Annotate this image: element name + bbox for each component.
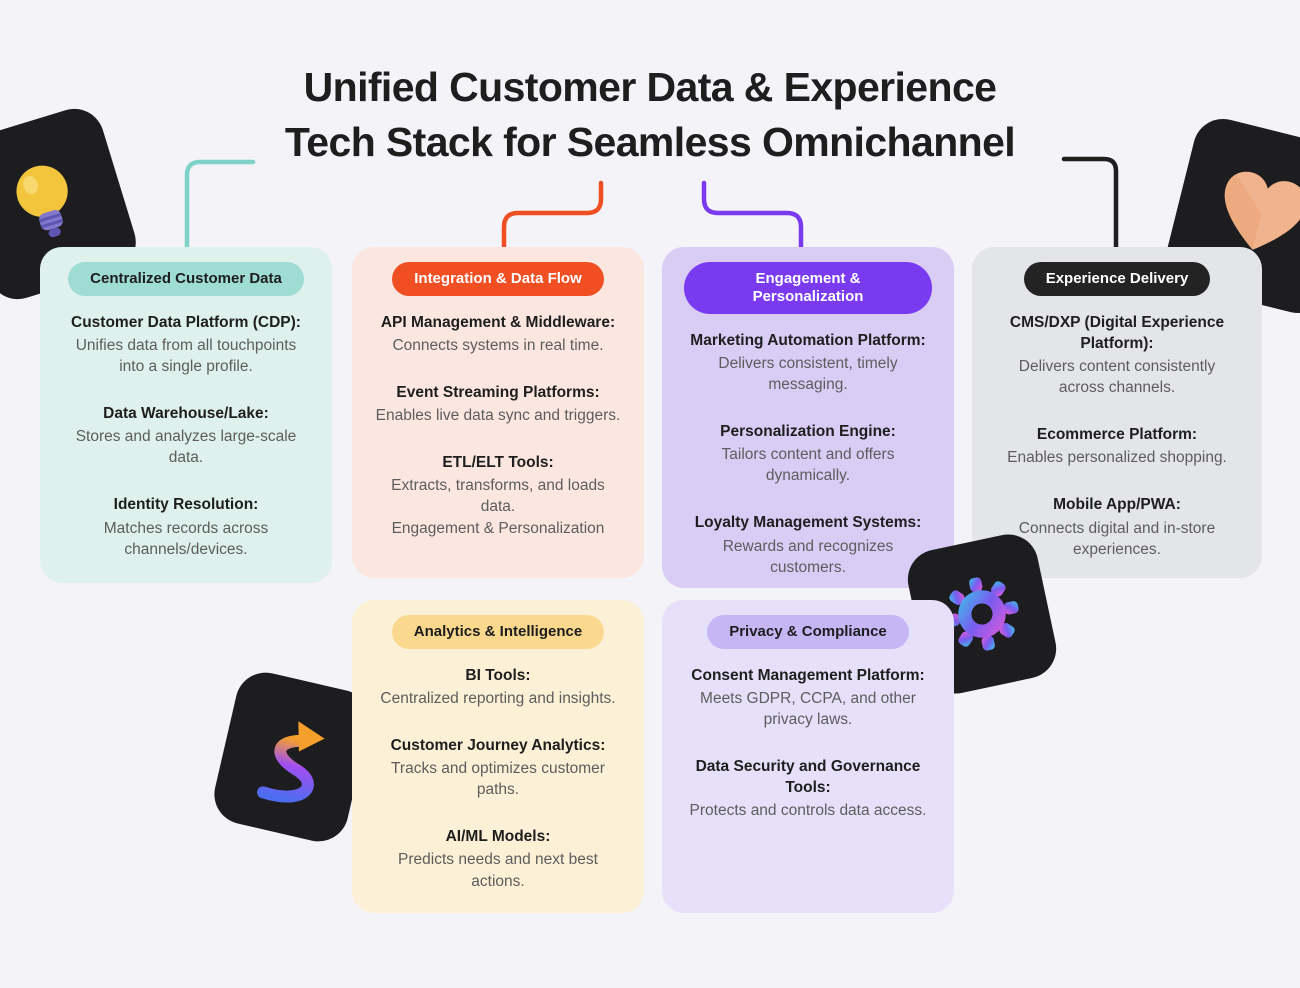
item-term: ETL/ELT Tools:	[442, 454, 554, 472]
item-desc: Stores and analyzes large-scale data.	[75, 428, 297, 467]
stack-item: Consent Management Platform: Meets GDPR,…	[684, 665, 932, 730]
stack-item: AI/ML Models: Predicts needs and next be…	[374, 826, 622, 891]
item-desc: Extracts, transforms, and loads data. En…	[391, 477, 605, 537]
item-desc: Tracks and optimizes customer paths.	[391, 760, 605, 799]
item-term: Event Streaming Platforms:	[396, 384, 600, 402]
item-term: Customer Data Platform (CDP):	[71, 314, 301, 331]
stack-item: Customer Journey Analytics: Tracks and o…	[374, 735, 622, 800]
item-term: Personalization Engine:	[720, 423, 896, 441]
stack-item: CMS/DXP (Digital Experience Platform): D…	[994, 312, 1240, 398]
item-desc: Connects digital and in-store experience…	[1018, 519, 1216, 558]
connector-teal	[184, 159, 256, 251]
arrow-squiggle-icon	[257, 720, 325, 802]
stack-item: Data Security and Governance Tools: Prot…	[684, 756, 932, 821]
connector-orange	[501, 180, 604, 251]
stack-item: Ecommerce Platform: Enables personalized…	[994, 424, 1240, 468]
item-term: Consent Management Platform:	[691, 667, 925, 684]
item-term: AI/ML Models:	[445, 828, 551, 846]
stack-item: ETL/ELT Tools: Extracts, transforms, and…	[374, 452, 622, 538]
connector-purple	[701, 180, 804, 251]
card-engagement-personalization: Engagement & Personalization Marketing A…	[662, 247, 954, 588]
stack-item: Data Warehouse/Lake: Stores and analyzes…	[62, 403, 310, 468]
card-centralized-customer-data: Centralized Customer Data Customer Data …	[40, 247, 332, 583]
item-term: Mobile App/PWA:	[1053, 496, 1181, 514]
stack-item: Mobile App/PWA: Connects digital and in-…	[994, 494, 1240, 559]
stack-item: Event Streaming Platforms: Enables live …	[374, 382, 622, 426]
item-desc: Delivers content consistently across cha…	[1018, 358, 1216, 397]
card-header-pill: Analytics & Intelligence	[391, 615, 605, 649]
card-analytics-intelligence: Analytics & Intelligence BI Tools: Centr…	[352, 600, 644, 913]
item-term: Data Warehouse/Lake:	[103, 405, 269, 423]
item-term: Identity Resolution:	[113, 496, 259, 514]
item-desc: Connects systems in real time.	[392, 337, 604, 355]
stack-item: API Management & Middleware: Connects sy…	[374, 312, 622, 356]
item-desc: Centralized reporting and insights.	[380, 690, 616, 708]
item-desc: Enables personalized shopping.	[1007, 449, 1227, 467]
lightbulb-icon	[16, 165, 68, 238]
stack-item: Marketing Automation Platform: Delivers …	[684, 330, 932, 395]
item-desc: Predicts needs and next best actions.	[398, 851, 598, 890]
item-term: API Management & Middleware:	[380, 314, 616, 331]
item-desc: Rewards and recognizes customers.	[722, 537, 894, 576]
item-desc: Enables live data sync and triggers.	[375, 407, 621, 425]
item-desc: Protects and controls data access.	[689, 802, 927, 820]
title-line-1: Unified Customer Data & Experience	[303, 64, 997, 110]
card-integration-data-flow: Integration & Data Flow API Management &…	[352, 247, 644, 578]
decor-tile-arrow	[208, 666, 376, 848]
card-privacy-compliance: Privacy & Compliance Consent Management …	[662, 600, 954, 913]
decor-tile-lightbulb	[0, 101, 144, 307]
item-term: Loyalty Management Systems:	[694, 514, 922, 532]
item-desc: Matches records across channels/devices.	[103, 519, 269, 558]
card-header-pill: Integration & Data Flow	[392, 262, 604, 296]
decor-tile-gear	[902, 528, 1062, 700]
card-header-pill: Centralized Customer Data	[68, 262, 304, 296]
decor-tile-heart-hands	[1159, 112, 1300, 320]
item-desc: Meets GDPR, CCPA, and other privacy laws…	[700, 690, 916, 729]
item-desc: Tailors content and offers dynamically.	[721, 446, 895, 485]
stack-item: Identity Resolution: Matches records acr…	[62, 494, 310, 559]
item-term: CMS/DXP (Digital Experience Platform):	[1009, 314, 1225, 353]
stack-item: Customer Data Platform (CDP): Unifies da…	[62, 312, 310, 377]
infographic-title: Unified Customer Data & Experience Tech …	[0, 60, 1300, 169]
title-line-2: Tech Stack for Seamless Omnichannel	[284, 118, 1016, 165]
card-header-pill: Privacy & Compliance	[707, 615, 909, 649]
stack-item: Personalization Engine: Tailors content …	[684, 421, 932, 486]
item-term: Customer Journey Analytics:	[390, 737, 606, 755]
item-term: Marketing Automation Platform:	[690, 332, 926, 349]
stack-item: Loyalty Management Systems: Rewards and …	[684, 512, 932, 577]
card-header-pill: Experience Delivery	[1023, 262, 1211, 296]
item-desc: Unifies data from all touchpoints into a…	[75, 337, 297, 376]
gear-icon	[945, 577, 1019, 651]
stack-item: BI Tools: Centralized reporting and insi…	[374, 665, 622, 709]
item-term: BI Tools:	[465, 667, 531, 684]
card-experience-delivery: Experience Delivery CMS/DXP (Digital Exp…	[972, 247, 1262, 578]
connector-black	[1061, 156, 1119, 251]
card-header-pill: Engagement & Personalization	[684, 262, 932, 314]
heart-hands-icon	[1224, 171, 1300, 250]
item-term: Data Security and Governance Tools:	[695, 758, 921, 797]
item-desc: Delivers consistent, timely messaging.	[718, 355, 898, 394]
item-term: Ecommerce Platform:	[1036, 426, 1198, 444]
